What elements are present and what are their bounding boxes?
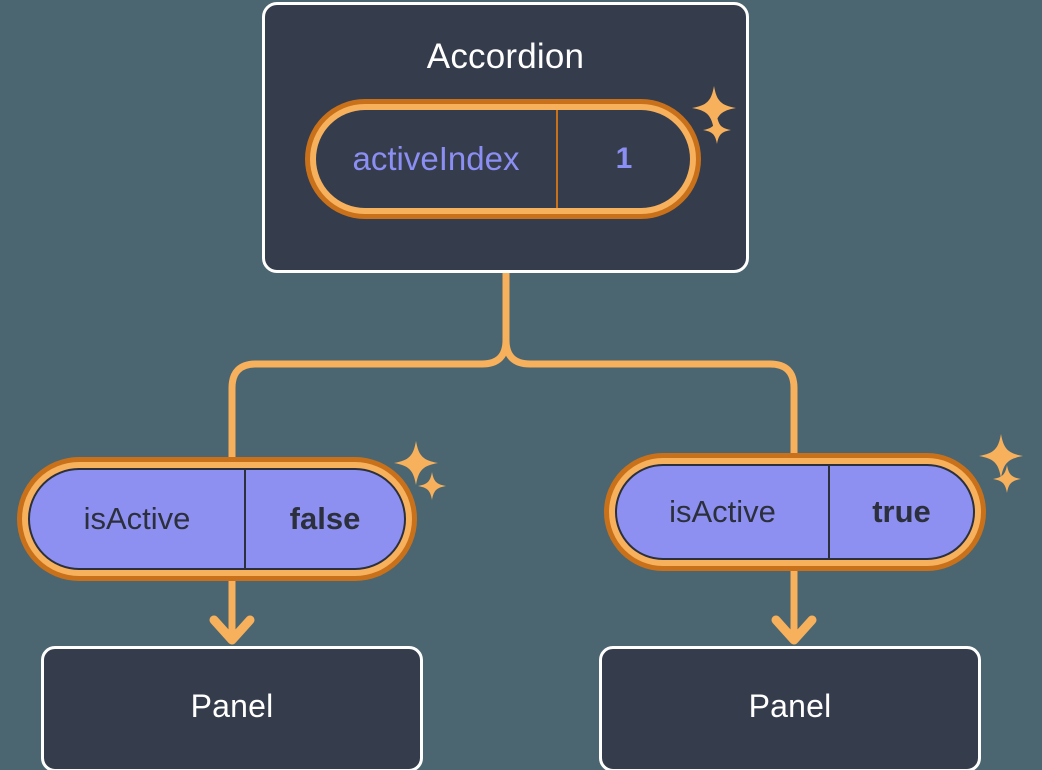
sparkle-right-large-icon — [979, 434, 1023, 478]
sparkle-right-small-icon — [993, 465, 1021, 493]
pill-highlight-ring: isActive false — [22, 462, 412, 576]
prop-value-is-active-right: true — [872, 494, 931, 529]
prop-value-active-index: 1 — [615, 142, 633, 175]
pill-highlight-ring: isActive true — [609, 458, 981, 566]
connector-branch-left — [228, 336, 510, 461]
pill-body: isActive false — [28, 468, 406, 570]
panel-title-right: Panel — [748, 688, 832, 724]
arrow-head-right-icon — [771, 615, 817, 645]
prop-key-is-active-left: isActive — [30, 470, 246, 568]
prop-pill-is-active-false[interactable]: isActive false — [17, 457, 417, 581]
panel-component-card-right[interactable]: Panel — [599, 646, 981, 770]
pill-body: activeIndex 1 — [316, 110, 690, 208]
panel-component-card-left[interactable]: Panel — [41, 646, 423, 770]
prop-key-is-active-right: isActive — [617, 466, 830, 558]
panel-title-left: Panel — [190, 688, 274, 724]
prop-pill-is-active-true[interactable]: isActive true — [604, 453, 986, 571]
prop-pill-active-index[interactable]: activeIndex 1 — [305, 99, 701, 219]
arrow-head-left-icon — [209, 615, 255, 645]
connector-branch-right — [502, 336, 798, 457]
prop-key-active-index: activeIndex — [316, 110, 558, 208]
prop-value-is-active-left: false — [289, 501, 361, 536]
pill-body: isActive true — [615, 464, 975, 560]
pill-highlight-ring: activeIndex 1 — [310, 104, 696, 214]
accordion-title: Accordion — [426, 37, 585, 76]
sparkle-left-small-icon — [418, 472, 446, 500]
